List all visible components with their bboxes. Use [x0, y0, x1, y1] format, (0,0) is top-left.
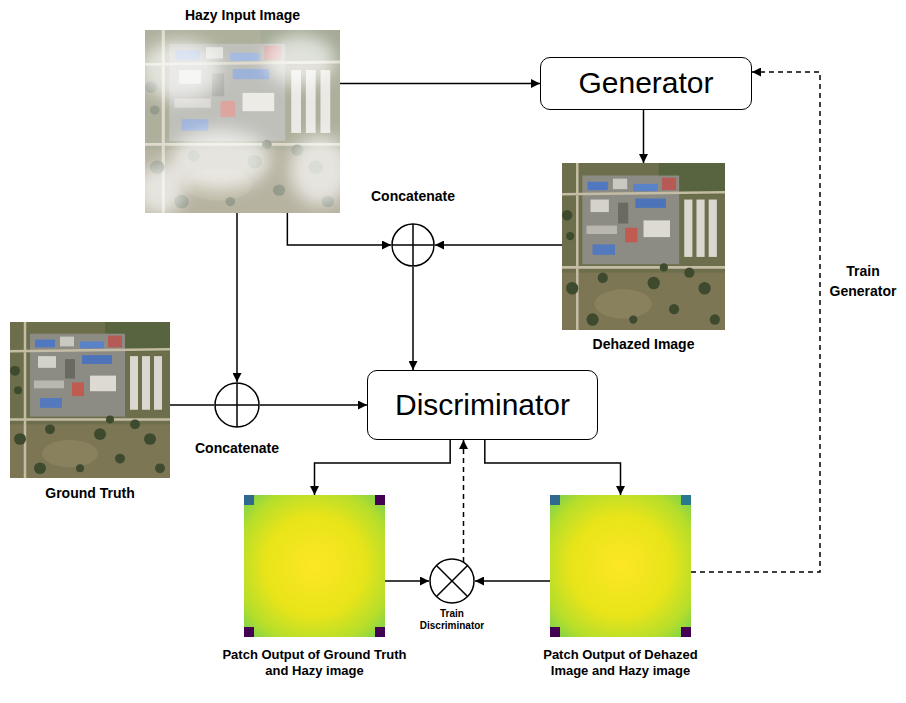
- node-caption: Patch Output of Dehazed Image and Hazy i…: [526, 647, 716, 678]
- caption-holder: Dehazed Image: [593, 336, 695, 353]
- node-caption: Dehazed Image: [593, 336, 695, 353]
- process-box: Discriminator: [367, 370, 598, 440]
- node-caption: Patch Output of Ground Truth and Hazy im…: [220, 647, 410, 678]
- concat-circle: Concatenate: [214, 382, 260, 428]
- node-caption: Concatenate: [371, 188, 455, 205]
- dehazed-photo: [562, 163, 725, 330]
- data-flow-arrow: [485, 440, 621, 495]
- data-flow-arrow: [236, 213, 238, 382]
- data-flow-arrow: [435, 244, 562, 246]
- caption-holder: Train Discriminator: [413, 608, 491, 632]
- caption-holder: Patch Output of Ground Truth and Hazy im…: [220, 647, 410, 678]
- caption-holder: Ground Truth: [45, 485, 134, 502]
- heatmap-node: Patch Output of Dehazed Image and Hazy i…: [550, 495, 691, 637]
- training-signal: [463, 440, 465, 562]
- data-flow-arrow: [340, 83, 540, 85]
- patch-heatmap: [244, 495, 385, 637]
- data-flow-arrow: [475, 580, 550, 582]
- caption-holder: Concatenate: [371, 188, 455, 205]
- caption-holder: Patch Output of Dehazed Image and Hazy i…: [526, 647, 716, 678]
- data-flow-arrow: [315, 440, 451, 495]
- hazy-photo: [135, 30, 350, 215]
- heatmap-node: Patch Output of Ground Truth and Hazy im…: [244, 495, 385, 637]
- multiply-symbol: [429, 558, 475, 604]
- caption-holder: Hazy Input Image: [185, 7, 300, 24]
- caption-holder: Concatenate: [195, 440, 279, 457]
- node-caption: Train Discriminator: [413, 608, 491, 632]
- data-flow-arrow: [260, 404, 367, 406]
- data-flow-arrow: [287, 213, 391, 245]
- concat-symbol: [391, 223, 435, 267]
- image-node: Ground Truth: [10, 322, 170, 478]
- ground-truth-photo: [10, 322, 170, 478]
- data-flow-arrow: [412, 267, 414, 370]
- edge-label: Train Generator: [826, 262, 900, 301]
- patch-heatmap: [550, 495, 691, 637]
- image-node: Hazy Input Image: [145, 30, 340, 213]
- node-label: Discriminator: [395, 388, 570, 423]
- data-flow-arrow: [643, 110, 645, 163]
- concat-circle: Concatenate: [391, 223, 435, 267]
- node-caption: Ground Truth: [45, 485, 134, 502]
- process-box: Generator: [540, 57, 752, 110]
- node-caption: Hazy Input Image: [185, 7, 300, 24]
- operator-circle: Train Discriminator: [429, 558, 475, 604]
- node-label: Generator: [578, 66, 713, 101]
- node-caption: Concatenate: [195, 440, 279, 457]
- concat-symbol: [214, 382, 260, 428]
- training-signal: [691, 72, 820, 572]
- data-flow-arrow: [170, 404, 214, 406]
- data-flow-arrow: [385, 580, 429, 582]
- image-node: Dehazed Image: [562, 163, 725, 330]
